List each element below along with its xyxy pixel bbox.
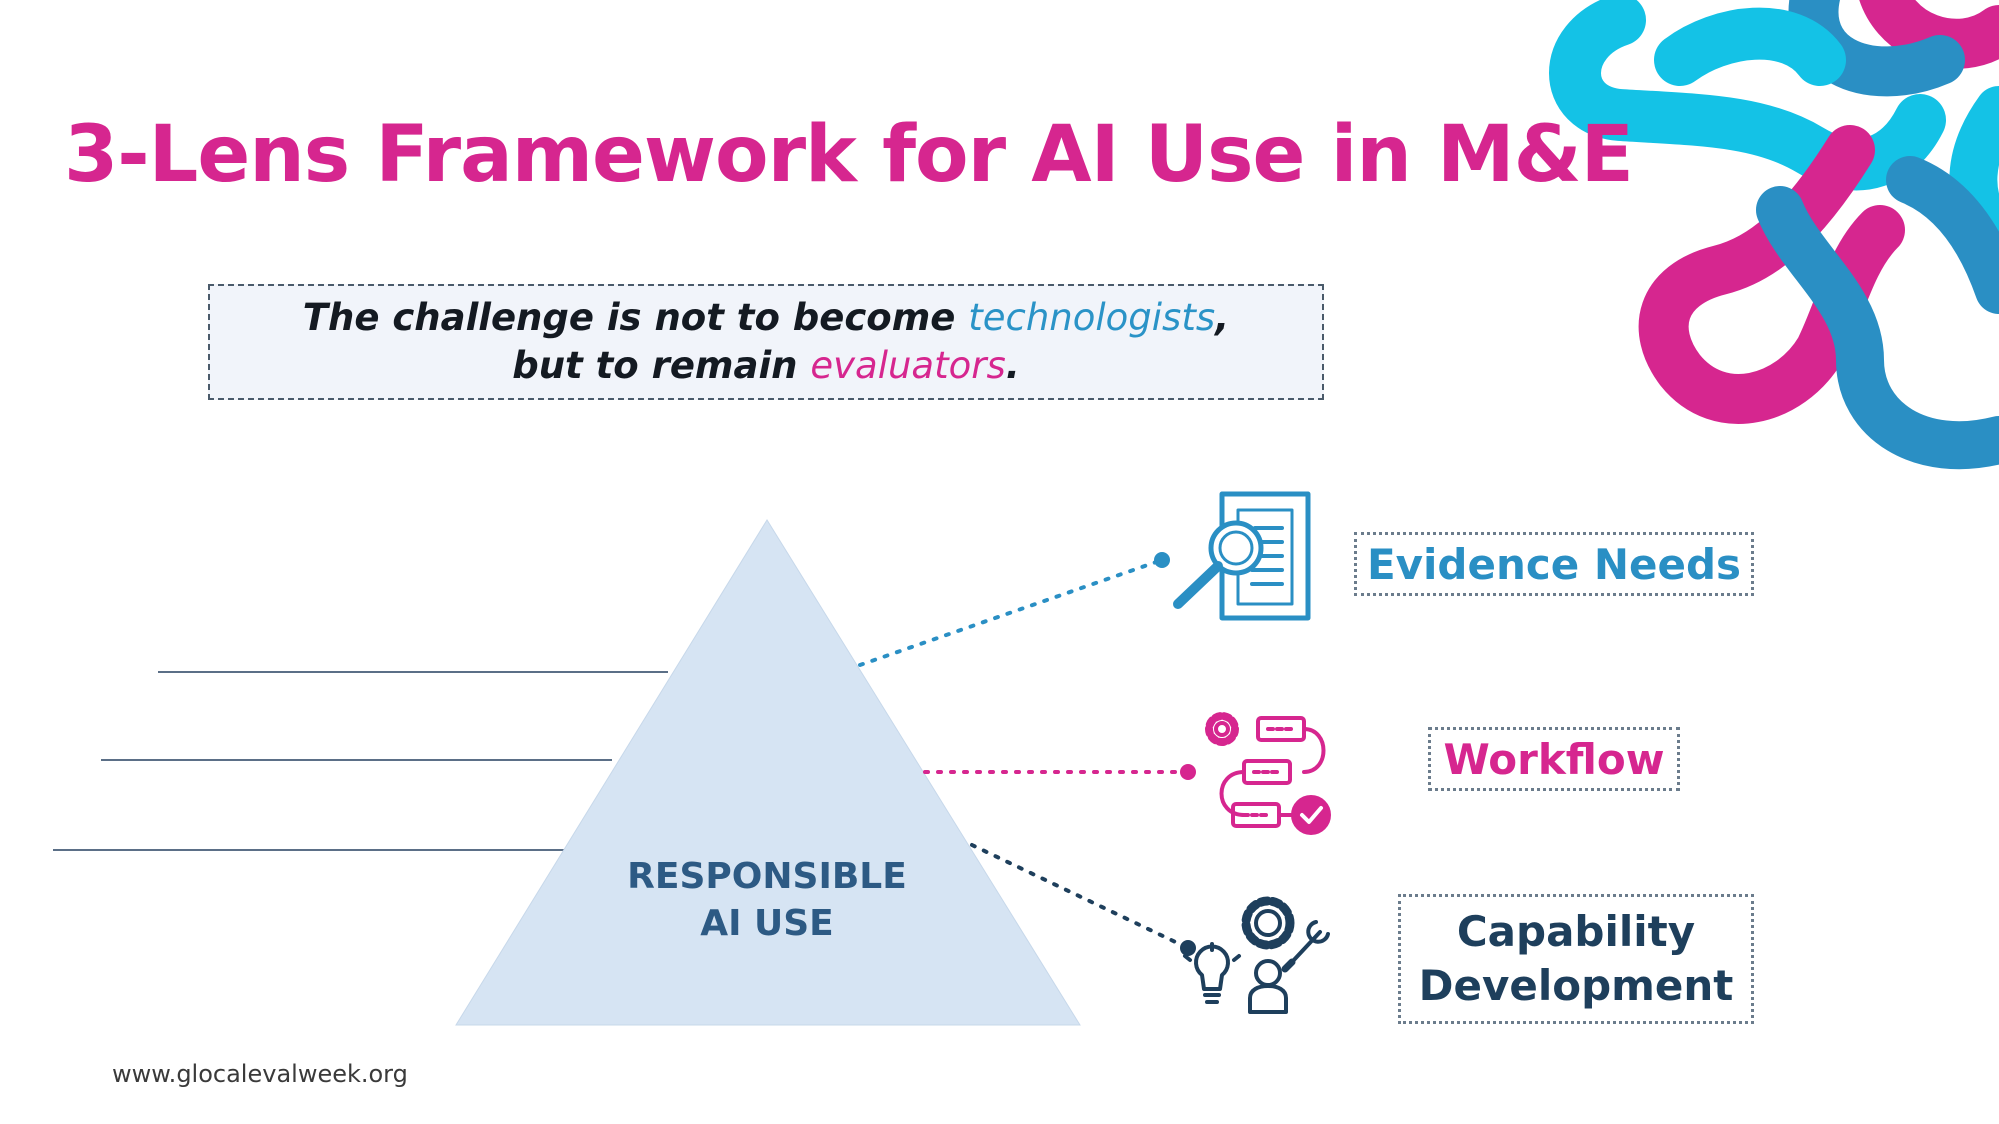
lens-capability-development: Capability Development	[1398, 894, 1754, 1024]
lens-label-text: Workflow	[1443, 734, 1665, 784]
quote-text: The challenge is not to become	[302, 296, 969, 339]
connector-dot	[1154, 552, 1170, 568]
connector-dot	[1180, 764, 1196, 780]
quote-text: but to remain	[512, 344, 811, 387]
pyramid	[455, 519, 1081, 1026]
pyramid-label-line2: AI USE	[700, 903, 834, 944]
connector-dot	[1180, 940, 1196, 956]
capability-people-gear-icon	[1183, 896, 1330, 1014]
connector-evidence	[858, 558, 1164, 667]
page-title: 3-Lens Framework for AI Use in M&E	[64, 110, 1634, 200]
lens-label-text: Evidence Needs	[1366, 539, 1742, 589]
connector-capability	[970, 843, 1190, 950]
lens-evidence-needs: Evidence Needs	[1354, 532, 1754, 596]
quote-highlight-evaluators: evaluators	[810, 344, 1006, 387]
footer-url: www.glocalevalweek.org	[112, 1060, 408, 1088]
quote-line-1: The challenge is not to become technolog…	[303, 294, 1229, 342]
lens-workflow: Workflow	[1428, 727, 1680, 791]
quote-highlight-technologists: technologists	[968, 296, 1216, 339]
lens-label-text-line1: Capability	[1456, 907, 1696, 956]
workflow-process-icon	[1205, 712, 1331, 835]
lens-label-text-line2: Development	[1418, 961, 1734, 1010]
quote-text: .	[1005, 344, 1020, 387]
document-magnifier-icon	[1173, 491, 1311, 621]
quote-callout: The challenge is not to become technolog…	[208, 284, 1324, 400]
pyramid-label-line1: RESPONSIBLE	[627, 856, 907, 897]
quote-text: ,	[1215, 296, 1230, 339]
quote-line-2: but to remain evaluators.	[512, 342, 1020, 390]
